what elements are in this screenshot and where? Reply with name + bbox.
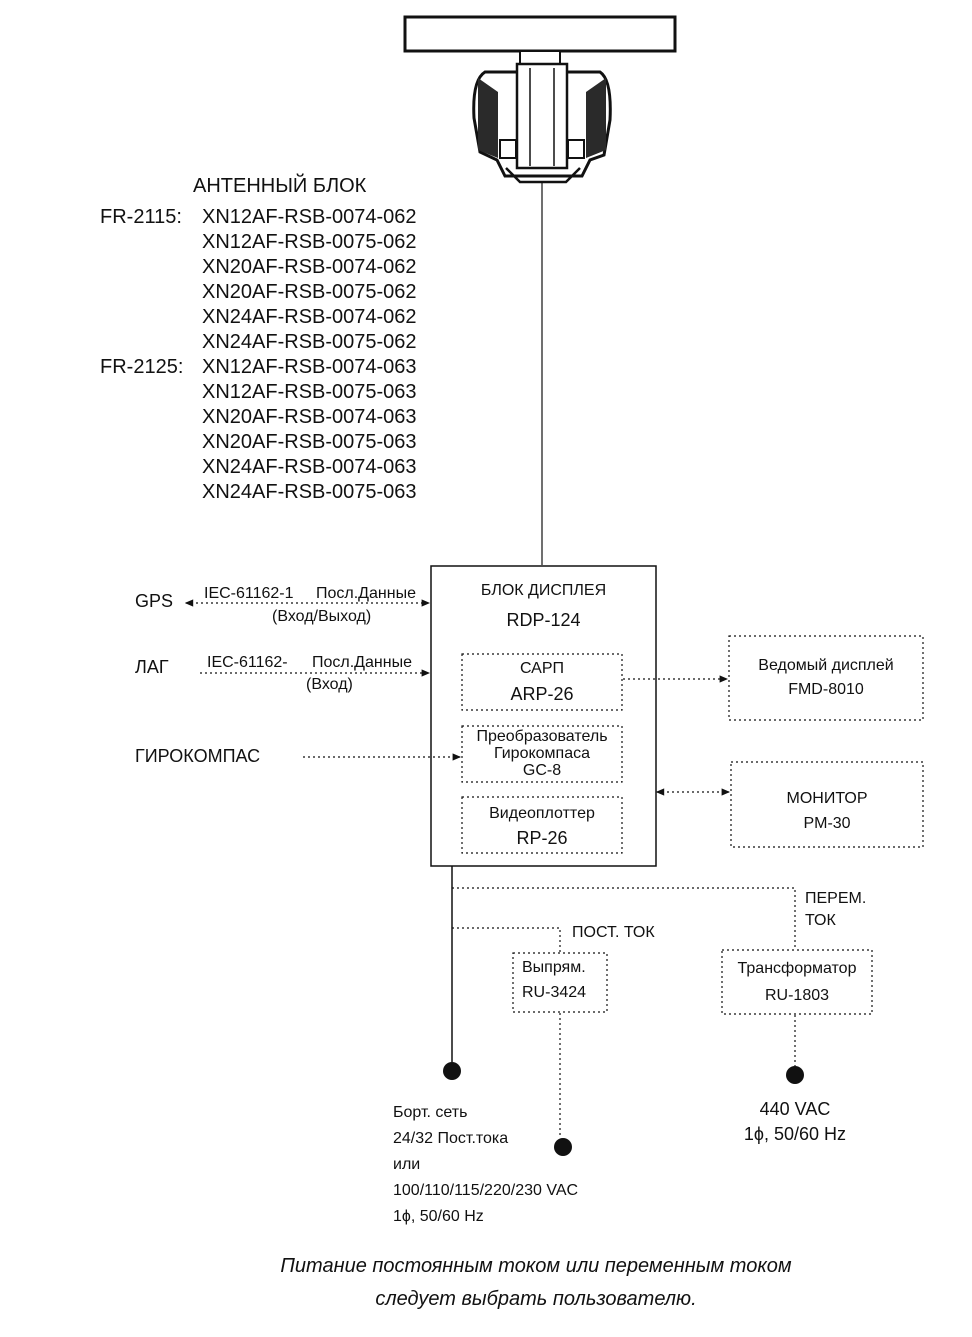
antenna-model: XN12AF-RSB-0075-062 [202, 231, 417, 253]
antenna-model: XN20AF-RSB-0075-062 [202, 281, 417, 303]
ac440-terminal [786, 1066, 804, 1084]
antenna-models-fr2115: XN12AF-RSB-0074-062 XN12AF-RSB-0075-062 … [202, 205, 417, 355]
dc-terminal [554, 1138, 572, 1156]
antenna-model: XN12AF-RSB-0074-063 [202, 356, 417, 378]
ac-label: ПЕРЕМ. ТОК [805, 890, 867, 929]
gps-label: GPS [135, 591, 174, 611]
transformer-model: RU-1803 [764, 987, 830, 1004]
antenna-model: XN20AF-RSB-0074-062 [202, 256, 417, 278]
monitor-model: PM-30 [803, 815, 851, 832]
display-unit-title: БЛОК ДИСПЛЕЯ [480, 582, 607, 599]
monitor-name: МОНИТОР [786, 790, 868, 807]
antenna-title: АНТЕННЫЙ БЛОК [193, 175, 367, 197]
antenna-model: XN24AF-RSB-0074-062 [202, 306, 417, 328]
rectifier-model: RU-3424 [522, 984, 587, 1001]
log-label: ЛАГ [135, 657, 169, 677]
slave-display-model: FMD-8010 [788, 681, 864, 698]
log-standard: IEC-61162- [207, 654, 288, 671]
display-unit-model: RDP-124 [506, 610, 581, 630]
ship-mains-spec: Борт. сеть 24/32 Пост.тока или 100/110/1… [393, 1104, 579, 1225]
antenna-icon [403, 15, 677, 184]
dc-label: ПОСТ. ТОК [572, 924, 655, 941]
antenna-model: XN12AF-RSB-0074-062 [202, 206, 417, 228]
log-data: Посл.Данные [312, 654, 412, 671]
antenna-group-fr2115: FR-2115: [100, 205, 182, 230]
antenna-model: XN24AF-RSB-0074-063 [202, 456, 417, 478]
ship-mains-terminal [443, 1062, 461, 1080]
gyrocompass-label: ГИРОКОМПАС [135, 746, 261, 766]
antenna-model: XN20AF-RSB-0075-063 [202, 431, 417, 453]
gps-direction: (Вход/Выход) [272, 608, 372, 625]
antenna-models-fr2125: XN12AF-RSB-0074-063 XN12AF-RSB-0075-063 … [202, 355, 417, 505]
antenna-model: XN24AF-RSB-0075-063 [202, 481, 417, 503]
gps-standard: IEC-61162-1 [204, 585, 294, 602]
gyro-converter-name: Преобразователь Гирокомпаса [476, 728, 608, 762]
antenna-group-fr2125: FR-2125: [100, 355, 183, 380]
antenna-model: XN12AF-RSB-0075-063 [202, 381, 417, 403]
antenna-group-label: FR-2125: [100, 356, 184, 378]
antenna-group-label: FR-2115: [100, 206, 182, 228]
gyro-converter-model: GC-8 [522, 762, 562, 779]
transformer-name: Трансформатор [737, 960, 857, 977]
ac440-spec: 440 VAC 1ϕ, 50/60 Hz [743, 1099, 847, 1144]
arpa-model: ARP-26 [510, 684, 574, 704]
display-unit-box [430, 565, 657, 867]
antenna-model: XN24AF-RSB-0075-062 [202, 331, 417, 353]
slave-display-name: Ведомый дисплей [758, 657, 894, 674]
caption: Питание постоянным током или переменным … [280, 1255, 792, 1310]
antenna-model: XN20AF-RSB-0074-063 [202, 406, 417, 428]
arpa-name: САРП [519, 660, 565, 677]
rectifier-name: Выпрям. [522, 959, 586, 976]
video-plotter-name: Видеоплоттер [489, 805, 595, 822]
video-plotter-model: RP-26 [516, 828, 568, 848]
gps-data: Посл.Данные [316, 585, 416, 602]
log-direction: (Вход) [306, 676, 353, 693]
